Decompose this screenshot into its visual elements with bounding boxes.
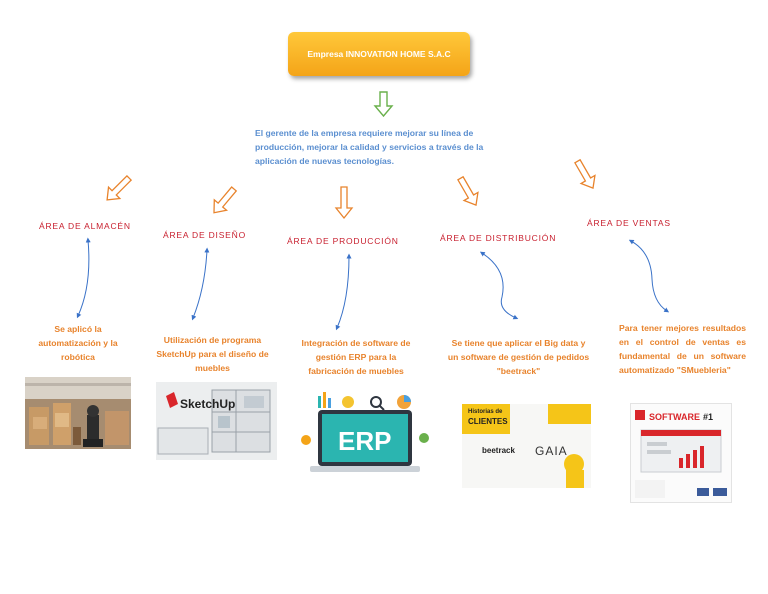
- beetrack-logo: beetrack: [482, 446, 515, 455]
- sketchup-logo-text: SketchUp: [180, 397, 236, 411]
- smuebleria-badge: #1: [703, 412, 714, 422]
- intro-text: El gerente de la empresa requiere mejora…: [255, 128, 484, 166]
- desc-diseno: Utilización de programa SketchUp para el…: [156, 335, 269, 373]
- area-title-ventas: ÁREA DE VENTAS: [587, 218, 671, 228]
- connector-diseno: [191, 247, 210, 321]
- company-title: Empresa INNOVATION HOME S.A.C: [307, 49, 451, 59]
- arrow-produccion: [334, 186, 354, 220]
- area-title-almacen: ÁREA DE ALMACÉN: [39, 221, 131, 231]
- beetrack-image: Historias de CLIENTES beetrack GAIA: [462, 404, 591, 488]
- sketchup-image: SketchUp: [156, 382, 277, 460]
- desc-distribucion: Se tiene que aplicar el Big data y un so…: [447, 338, 590, 376]
- company-box: Empresa INNOVATION HOME S.A.C: [288, 32, 470, 76]
- connector-produccion: [335, 253, 352, 331]
- erp-image: ERP: [296, 388, 434, 478]
- area-title-distribucion: ÁREA DE DISTRIBUCIÓN: [440, 233, 557, 243]
- gaia-logo: GAIA: [535, 444, 568, 458]
- connector-ventas: [628, 239, 670, 313]
- smuebleria-image: SOFTWARE #1: [630, 403, 732, 503]
- desc-almacen: Se aplicó la automatización y la robótic…: [38, 324, 118, 362]
- smuebleria-title: SOFTWARE: [649, 412, 700, 422]
- down-arrow-green: [373, 91, 394, 118]
- arrow-distribucion: [457, 175, 479, 207]
- area-title-produccion: ÁREA DE PRODUCCIÓN: [287, 236, 399, 246]
- desc-produccion: Integración de software de gestión ERP p…: [301, 338, 411, 376]
- erp-screen-text: ERP: [338, 426, 392, 456]
- warehouse-robot-image: [25, 377, 131, 449]
- connector-distribucion: [479, 251, 519, 320]
- desc-ventas: Para tener mejores resultados en el cont…: [619, 323, 746, 375]
- arrow-diseno: [213, 186, 238, 214]
- beetrack-heading-1: Historias de: [468, 409, 503, 415]
- area-title-diseno: ÁREA DE DISEÑO: [163, 230, 246, 240]
- connector-almacen: [76, 237, 91, 319]
- arrow-ventas: [574, 158, 596, 190]
- beetrack-heading-2: CLIENTES: [468, 417, 508, 426]
- arrow-almacen: [106, 174, 133, 201]
